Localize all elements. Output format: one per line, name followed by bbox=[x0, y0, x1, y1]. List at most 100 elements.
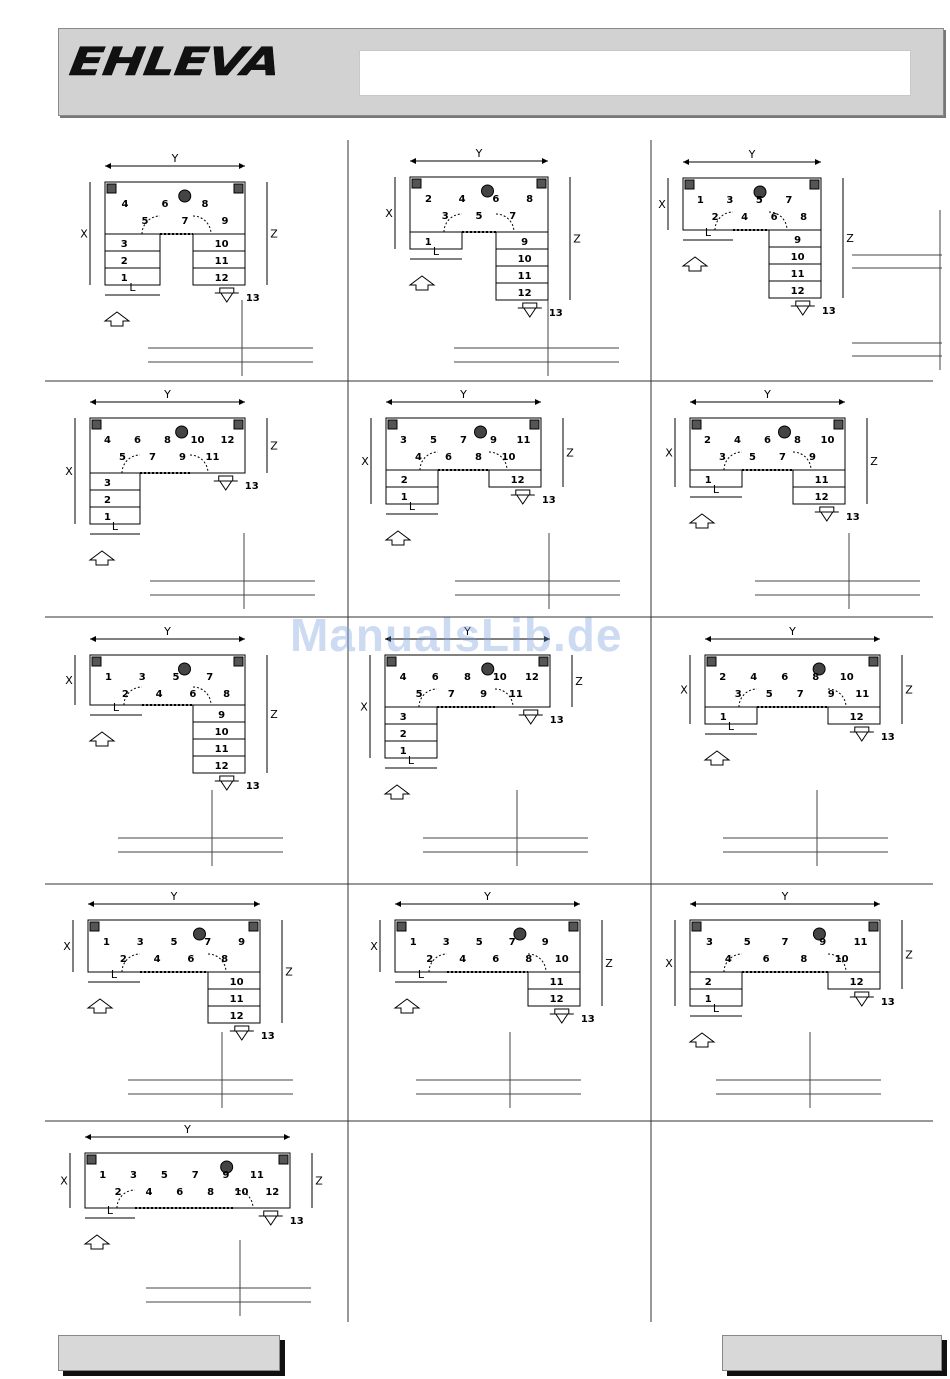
step-number: 11 bbox=[517, 435, 531, 446]
up-arrow-icon bbox=[703, 750, 731, 766]
step-number: 2 bbox=[426, 954, 433, 965]
dimension-z-label: Z bbox=[285, 966, 293, 979]
stair-step bbox=[384, 740, 438, 759]
step-number: 9 bbox=[222, 216, 229, 227]
corner-post-icon bbox=[91, 419, 102, 430]
stair-step bbox=[385, 486, 439, 505]
step-number: 8 bbox=[800, 212, 807, 223]
step-number-last: 13 bbox=[245, 481, 259, 492]
corner-post-icon bbox=[386, 656, 397, 667]
step-number-last: 13 bbox=[846, 512, 860, 523]
dimension-y-label: Y bbox=[475, 147, 483, 160]
step-number: 6 bbox=[492, 954, 499, 965]
step-number: 8 bbox=[800, 954, 807, 965]
dimension-x-label: X bbox=[658, 198, 666, 211]
dimension-x-label: X bbox=[665, 957, 673, 970]
stair-landing bbox=[384, 654, 551, 708]
dimension-z-label: Z bbox=[573, 233, 581, 246]
step-number: 8 bbox=[207, 1187, 214, 1198]
step-number: 11 bbox=[250, 1170, 264, 1181]
dimension-x-label: X bbox=[370, 940, 378, 953]
step-number: 2 bbox=[121, 256, 128, 267]
step-number: 12 bbox=[550, 994, 564, 1005]
step-number: 12 bbox=[815, 492, 829, 503]
stair-step bbox=[488, 469, 542, 488]
step-number: 2 bbox=[120, 954, 127, 965]
footer-right-box bbox=[722, 1335, 942, 1371]
stair-step bbox=[104, 250, 161, 269]
dimension-y-label: Y bbox=[781, 890, 789, 903]
step-number: 10 bbox=[215, 727, 229, 738]
step-number: 4 bbox=[104, 435, 111, 446]
step-number: 8 bbox=[794, 435, 801, 446]
step-number: 10 bbox=[840, 672, 854, 683]
dimension-y-label: Y bbox=[183, 1123, 191, 1136]
down-arrow-icon bbox=[849, 731, 874, 742]
dimension-l-label: L bbox=[418, 968, 425, 981]
step-number: 7 bbox=[206, 672, 213, 683]
step-number: 4 bbox=[400, 672, 407, 683]
step-number: 8 bbox=[202, 199, 209, 210]
step-number: 9 bbox=[521, 237, 528, 248]
dimension-x-label: X bbox=[360, 701, 368, 714]
step-number: 4 bbox=[750, 672, 757, 683]
dimension-x-label: X bbox=[385, 207, 393, 220]
step-number: 8 bbox=[525, 954, 532, 965]
step-number: 1 bbox=[99, 1170, 106, 1181]
stair-landing bbox=[394, 919, 581, 973]
step-number: 5 bbox=[476, 211, 483, 222]
up-arrow-icon bbox=[103, 311, 131, 327]
dimension-y-label: Y bbox=[483, 890, 491, 903]
dimension-y-label: Y bbox=[763, 388, 771, 401]
down-arrow-icon bbox=[518, 714, 543, 725]
step-number: 2 bbox=[425, 194, 432, 205]
step-number: 4 bbox=[734, 435, 741, 446]
stair-step bbox=[689, 469, 743, 488]
step-number: 6 bbox=[763, 954, 770, 965]
step-number: 11 bbox=[215, 256, 229, 267]
step-number: 8 bbox=[464, 672, 471, 683]
step-number-last: 13 bbox=[581, 1014, 595, 1025]
stair-step bbox=[827, 706, 881, 725]
step-number: 4 bbox=[741, 212, 748, 223]
step-number: 6 bbox=[771, 212, 778, 223]
up-arrow-icon bbox=[681, 256, 709, 272]
step-number: 7 bbox=[779, 452, 786, 463]
corner-post-icon bbox=[411, 178, 422, 189]
step-number: 12 bbox=[215, 761, 229, 772]
step-number: 3 bbox=[400, 435, 407, 446]
watermark: ManualsLib.de bbox=[290, 609, 623, 661]
dimension-l-label: L bbox=[113, 701, 120, 714]
stair-step bbox=[384, 723, 438, 742]
dimension-y-label: Y bbox=[748, 148, 756, 161]
step-number: 11 bbox=[230, 994, 244, 1005]
step-number: 6 bbox=[134, 435, 141, 446]
corner-post-icon bbox=[691, 419, 702, 430]
stair-step bbox=[768, 280, 822, 299]
step-number: 12 bbox=[511, 475, 525, 486]
dimension-y-label: Y bbox=[163, 625, 171, 638]
corner-post-icon bbox=[86, 1154, 97, 1165]
step-number: 11 bbox=[854, 937, 868, 948]
step-number: 10 bbox=[555, 954, 569, 965]
up-arrow-icon bbox=[88, 731, 116, 747]
down-arrow-icon bbox=[849, 996, 874, 1007]
step-number: 5 bbox=[172, 672, 179, 683]
step-number: 12 bbox=[221, 435, 235, 446]
stair-landing bbox=[89, 417, 246, 474]
step-number: 7 bbox=[509, 937, 516, 948]
step-number: 7 bbox=[797, 689, 804, 700]
step-number: 3 bbox=[130, 1170, 137, 1181]
dimension-l-label: L bbox=[409, 500, 416, 513]
up-arrow-icon bbox=[408, 275, 436, 291]
pole-icon bbox=[778, 425, 791, 439]
corner-post-icon bbox=[691, 921, 702, 932]
dimension-l-label: L bbox=[408, 754, 415, 767]
dimension-y-label: Y bbox=[170, 890, 178, 903]
step-number: 11 bbox=[815, 475, 829, 486]
step-number: 9 bbox=[828, 689, 835, 700]
